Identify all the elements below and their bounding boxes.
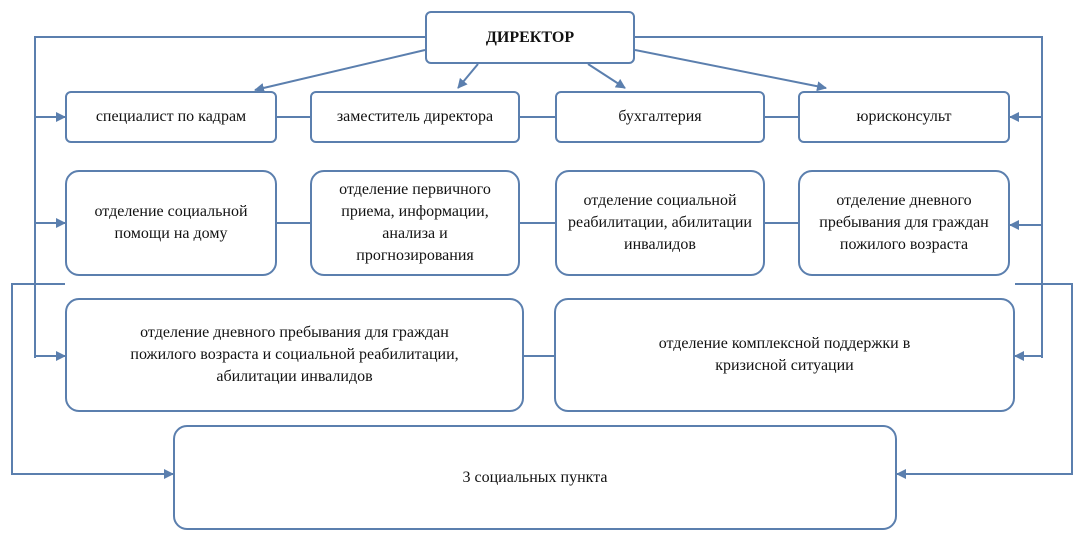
left-outer-line: [11, 283, 174, 479]
dept-rehab-box: отделение социальной реабилитации, абили…: [555, 170, 765, 276]
social-points-box: 3 социальных пункта: [173, 425, 897, 530]
dept-day-stay-rehab-box: отделение дневного пребывания для гражда…: [65, 298, 524, 412]
director-box: ДИРЕКТОР: [425, 11, 635, 64]
staff-lawyer-box: юрисконсульт: [798, 91, 1010, 143]
staff-accounting-box: бухгалтерия: [555, 91, 765, 143]
dept-day-stay-box: отделение дневного пребывания для гражда…: [798, 170, 1010, 276]
arrow-director-to-hr: [254, 49, 426, 93]
staff-deputy-box: заместитель директора: [310, 91, 520, 143]
dept-home-help-box: отделение социальной помощи на дому: [65, 170, 277, 276]
dept-primary-intake-box: отделение первичного приема, информации,…: [310, 170, 520, 276]
dept-crisis-support-box: отделение комплексной поддержки в кризис…: [554, 298, 1015, 412]
left-bus-line: [34, 36, 425, 358]
arrow-director-to-accounting: [587, 63, 626, 89]
right-bus-line: [635, 36, 1043, 358]
arrow-director-to-deputy: [457, 63, 479, 89]
right-outer-line: [896, 283, 1073, 479]
arrow-director-to-lawyer: [634, 49, 827, 92]
staff-hr-box: специалист по кадрам: [65, 91, 277, 143]
